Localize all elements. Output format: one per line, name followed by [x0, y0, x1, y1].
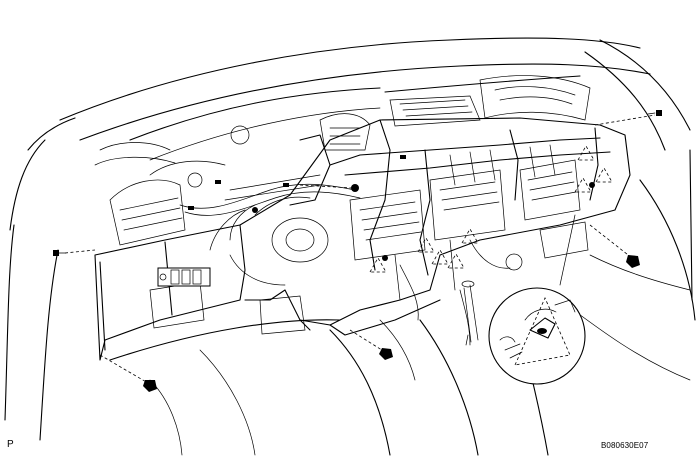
clip-marker-icon [431, 249, 449, 265]
instrument-panel-assembly [94, 117, 631, 361]
bolt-center-top-icon [299, 184, 359, 192]
clip-marker-icon [447, 253, 465, 269]
clip-marker-icon [461, 228, 479, 244]
clip-markers [369, 145, 613, 273]
clip-marker-icon [369, 257, 387, 273]
callout-triangle-icon [514, 297, 571, 366]
clip-detail-callout [488, 214, 586, 385]
bolt-right-icon [589, 224, 640, 268]
fasteners [53, 110, 662, 392]
clip-marker-icon [595, 167, 613, 183]
figure-code-label: B080630E07 [601, 441, 649, 450]
screw-left-icon [53, 249, 96, 256]
clip-marker-icon [577, 145, 595, 161]
vehicle-body-outline [4, 37, 696, 456]
view-code-label: P [7, 439, 14, 450]
clip-marker-icon [417, 237, 435, 253]
bolt-bottom-left-icon [99, 354, 157, 392]
bolt-center-bottom-icon [349, 329, 393, 360]
screw-top-right-icon [594, 110, 662, 126]
clip-marker-icon [574, 177, 592, 193]
